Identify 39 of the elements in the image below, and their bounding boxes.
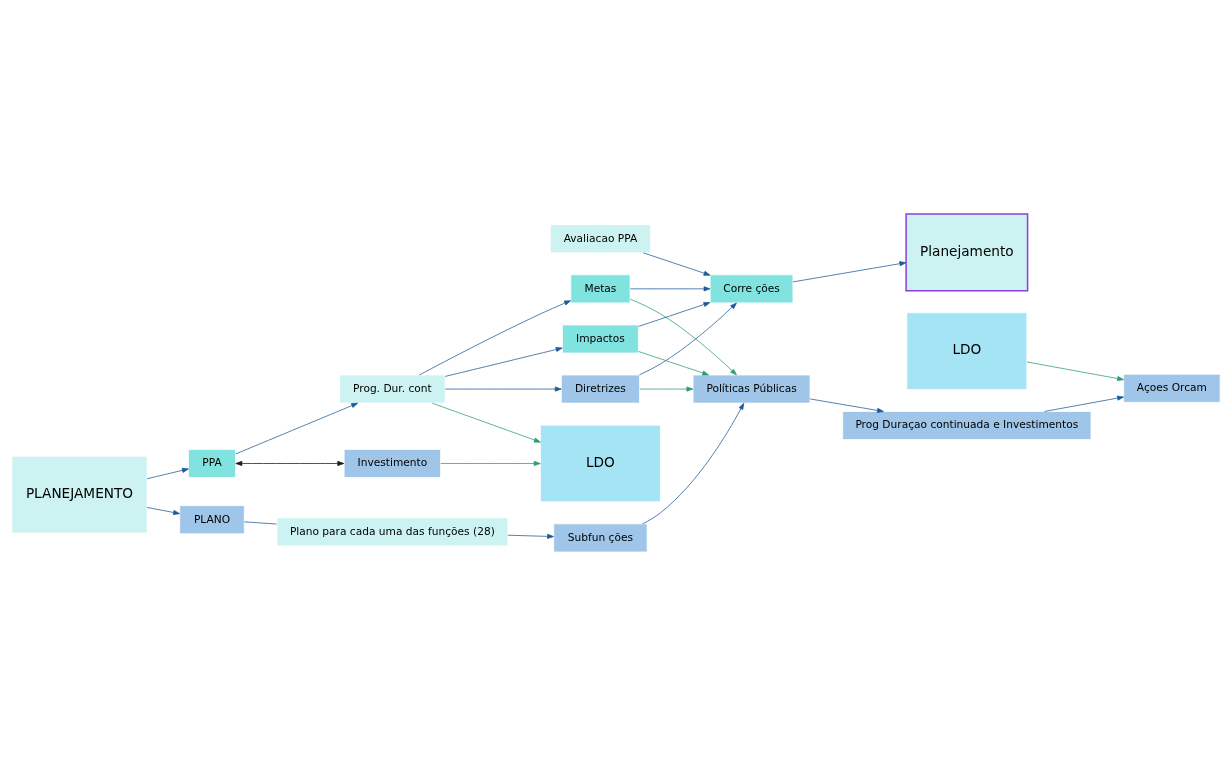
arrow bbox=[792, 260, 907, 282]
arrow bbox=[1044, 395, 1124, 412]
arrow bbox=[638, 350, 709, 375]
arrow bbox=[507, 533, 554, 539]
node-box: Açoes Orcam bbox=[1123, 373, 1221, 403]
node-box: LDO bbox=[540, 424, 661, 502]
arrow bbox=[146, 506, 180, 515]
node-box: LDO bbox=[906, 311, 1028, 390]
connector bbox=[243, 520, 277, 524]
arrow bbox=[630, 285, 711, 291]
node-box: PPA bbox=[188, 448, 236, 478]
node-box: Investimento bbox=[343, 448, 441, 478]
node-box: Prog Duraçao continuada e Investimentos bbox=[842, 410, 1092, 440]
arrow bbox=[809, 398, 884, 413]
arrow bbox=[235, 402, 359, 454]
node-box: Planejamento bbox=[905, 212, 1029, 291]
arrow bbox=[1026, 361, 1124, 381]
node-box: Prog. Dur. cont bbox=[339, 374, 446, 403]
node-box: PLANEJAMENTO bbox=[11, 455, 148, 533]
node-box: Subfun ções bbox=[553, 523, 648, 552]
arrow bbox=[642, 402, 745, 524]
node-box: Corre ções bbox=[709, 273, 794, 303]
node-box: Políticas Públicas bbox=[692, 374, 811, 403]
node-box: Metas bbox=[570, 273, 631, 303]
node-box: PLANO bbox=[179, 504, 245, 534]
arrow bbox=[440, 460, 541, 466]
arrow bbox=[444, 346, 563, 377]
arrow bbox=[146, 467, 189, 479]
arrow bbox=[639, 386, 694, 392]
node-box: Impactos bbox=[562, 324, 639, 353]
arrow bbox=[638, 301, 711, 327]
arrow bbox=[419, 299, 571, 375]
node-box: Plano para cada uma das funções (28) bbox=[276, 516, 509, 546]
arrow bbox=[642, 251, 711, 276]
arrow bbox=[235, 460, 345, 466]
node-box: Avaliacao PPA bbox=[549, 223, 651, 253]
arrow bbox=[431, 402, 541, 442]
node-box: Diretrizes bbox=[560, 374, 640, 403]
arrow bbox=[444, 386, 562, 392]
